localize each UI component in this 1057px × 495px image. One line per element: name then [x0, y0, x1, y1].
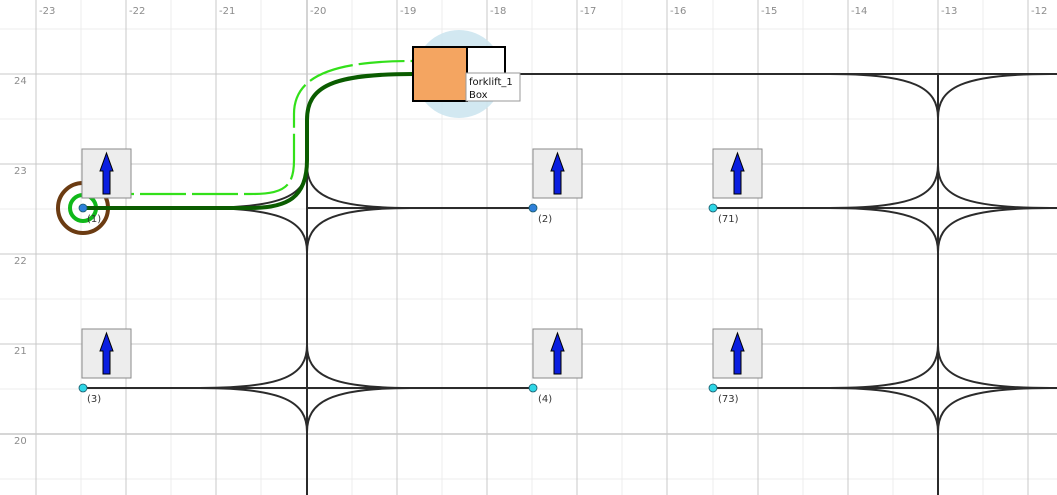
x-axis-ticks: -23 -22 -21 -20 -19 -18 -17 -16 -15 -14 … [39, 6, 1047, 17]
node-label: (3) [87, 394, 101, 405]
arrow-up-icon [550, 331, 565, 375]
track-curve[interactable] [829, 344, 939, 389]
node-point[interactable] [78, 203, 88, 213]
track-curve[interactable] [306, 387, 411, 433]
x-tick: -13 [941, 6, 957, 17]
arrow-up-icon [550, 151, 565, 195]
node-label: (73) [718, 394, 739, 405]
vehicle-load: Box [469, 90, 488, 101]
node-label: (4) [538, 394, 552, 405]
arrow-up-icon [730, 331, 745, 375]
node-point[interactable] [708, 203, 718, 213]
x-tick: -14 [851, 6, 867, 17]
nodes: (1) (2) (71) (3) (4) (73) [78, 203, 739, 405]
y-tick: 23 [14, 166, 27, 177]
x-tick: -21 [219, 6, 235, 17]
track-curve[interactable] [829, 164, 939, 209]
direction-marker[interactable] [81, 148, 132, 199]
x-tick: -19 [400, 6, 416, 17]
track-curve[interactable] [306, 344, 411, 389]
planned-route [88, 59, 414, 196]
direction-marker[interactable] [532, 328, 583, 379]
node-point[interactable] [528, 383, 538, 393]
x-tick: -16 [670, 6, 686, 17]
track-curve[interactable] [937, 387, 1051, 433]
y-tick: 21 [14, 346, 27, 357]
arrow-up-icon [99, 331, 114, 375]
direction-marker[interactable] [712, 328, 763, 379]
direction-marker[interactable] [81, 328, 132, 379]
y-tick: 24 [14, 76, 27, 87]
track-curve[interactable] [829, 387, 939, 433]
track-curve[interactable] [306, 164, 411, 209]
x-tick: -23 [39, 6, 55, 17]
track-curve[interactable] [937, 73, 1051, 119]
forklift-icon[interactable] [412, 46, 468, 102]
y-tick: 20 [14, 436, 27, 447]
track-curve[interactable] [937, 207, 1051, 253]
track-curve[interactable] [829, 73, 939, 119]
track-curve[interactable] [199, 344, 308, 389]
x-tick: -15 [761, 6, 777, 17]
y-tick: 22 [14, 256, 27, 267]
x-tick: -12 [1031, 6, 1047, 17]
vehicle-name: forklift_1 [469, 77, 513, 88]
x-tick: -18 [490, 6, 506, 17]
vehicle-forklift[interactable]: forklift_1 Box [412, 46, 521, 102]
track-curve[interactable] [306, 207, 411, 253]
x-tick: -17 [580, 6, 596, 17]
track-curve[interactable] [829, 207, 939, 253]
x-tick: -20 [310, 6, 326, 17]
direction-markers [81, 148, 763, 379]
active-route [86, 72, 414, 210]
arrow-up-icon [730, 151, 745, 195]
direction-marker[interactable] [712, 148, 763, 199]
y-axis-ticks: 24 23 22 21 20 [14, 76, 27, 447]
node-point[interactable] [528, 203, 538, 213]
track-curve[interactable] [199, 387, 308, 433]
vehicle-label-box [465, 72, 521, 102]
track-curve[interactable] [937, 164, 1051, 209]
track-curve[interactable] [937, 344, 1051, 389]
node-label: (2) [538, 214, 552, 225]
track-network [83, 73, 1057, 495]
arrow-up-icon [99, 151, 114, 195]
node-point[interactable] [708, 383, 718, 393]
node-label: (1) [87, 214, 101, 225]
x-tick: -22 [129, 6, 145, 17]
direction-marker[interactable] [532, 148, 583, 199]
vehicle-fork [466, 46, 506, 75]
node-label: (71) [718, 214, 739, 225]
node-point[interactable] [78, 383, 88, 393]
